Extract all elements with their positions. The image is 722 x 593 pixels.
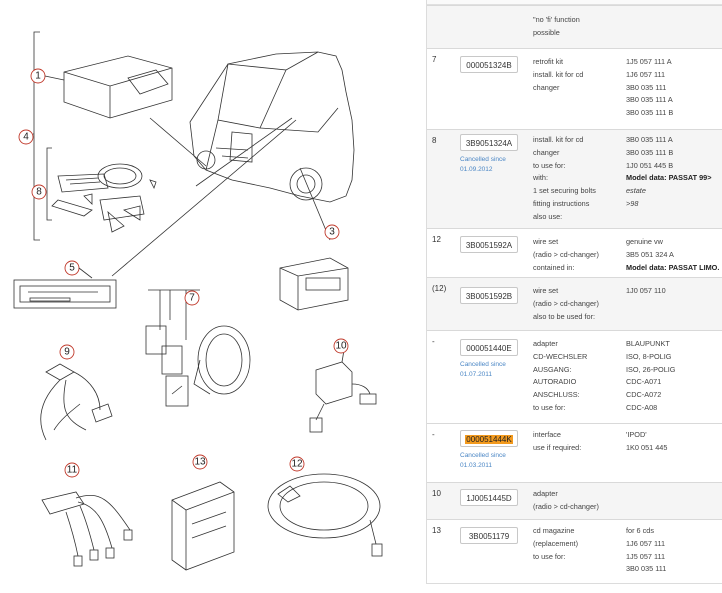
row-description: wire set(radio > cd-changer)contained in… (533, 237, 599, 272)
callout-5: 5 (69, 263, 75, 274)
table-row: 10 1J0051445D adapter(radio > cd-changer… (427, 482, 722, 519)
row-position: 10 (432, 489, 441, 498)
table-row: (12) 3B0051592B wire set(radio > cd-chan… (427, 277, 722, 330)
table-row: - 000051440E Cancelled since 01.07.2011 … (427, 330, 722, 423)
part-number-button[interactable]: 000051324B (460, 56, 518, 73)
table-top-edge (427, 0, 722, 5)
row-part-numbers: 1J0 057 110 (626, 286, 666, 295)
part-number-button[interactable]: 000051440E (460, 339, 518, 356)
row-position: - (432, 337, 435, 346)
row-position: 8 (432, 136, 437, 145)
cancelled-status: Cancelled since 01.03.2011 (460, 452, 506, 469)
row-position: 7 (432, 55, 437, 64)
callout-12: 12 (291, 459, 303, 470)
part-number-button[interactable]: 3B0051592B (460, 287, 518, 304)
row-position: (12) (432, 284, 447, 293)
row-part-numbers: 'IPOD'1K0 051 445 (626, 430, 668, 452)
callout-10: 10 (335, 341, 347, 352)
part-number-button[interactable]: 3B0051179 (460, 527, 518, 544)
row-position: 13 (432, 526, 441, 535)
parts-diagram: 1 4 8 5 3 7 9 10 11 13 12 (13, 31, 383, 571)
cancelled-status: Cancelled since 01.07.2011 (460, 361, 506, 378)
callout-1: 1 (35, 71, 41, 82)
callout-11: 11 (67, 465, 78, 476)
part-number-button[interactable]: 3B9051324A (460, 134, 518, 151)
callout-9: 9 (64, 347, 70, 358)
part-number-button[interactable]: 3B0051592A (460, 236, 518, 253)
table-row: - 000051444K Cancelled since 01.03.2011 … (427, 423, 722, 482)
row-description: wire set(radio > cd-changer)also to be u… (533, 286, 599, 321)
table-row: 12 3B0051592A wire set(radio > cd-change… (427, 228, 722, 277)
callout-4: 4 (23, 132, 29, 143)
table-row: 8 3B9051324A Cancelled since 01.09.2012 … (427, 129, 722, 228)
callout-7: 7 (189, 293, 195, 304)
part-number-button[interactable]: 000051444K (460, 430, 518, 447)
row-position: 12 (432, 235, 441, 244)
callout-8: 8 (36, 187, 42, 198)
callout-3: 3 (329, 227, 335, 238)
table-row: 13 3B0051179 cd magazine(replacement)to … (427, 519, 722, 583)
row-position: - (432, 430, 435, 439)
cancelled-status: Cancelled since 01.09.2012 (460, 156, 506, 173)
part-number-button[interactable]: 1J0051445D (460, 489, 518, 506)
row-description: cd magazine(replacement)to use for: (533, 526, 579, 561)
search-highlight: 000051444K (465, 435, 513, 444)
callout-13: 13 (194, 457, 206, 468)
row-description: adapter(radio > cd-changer) (533, 489, 599, 511)
